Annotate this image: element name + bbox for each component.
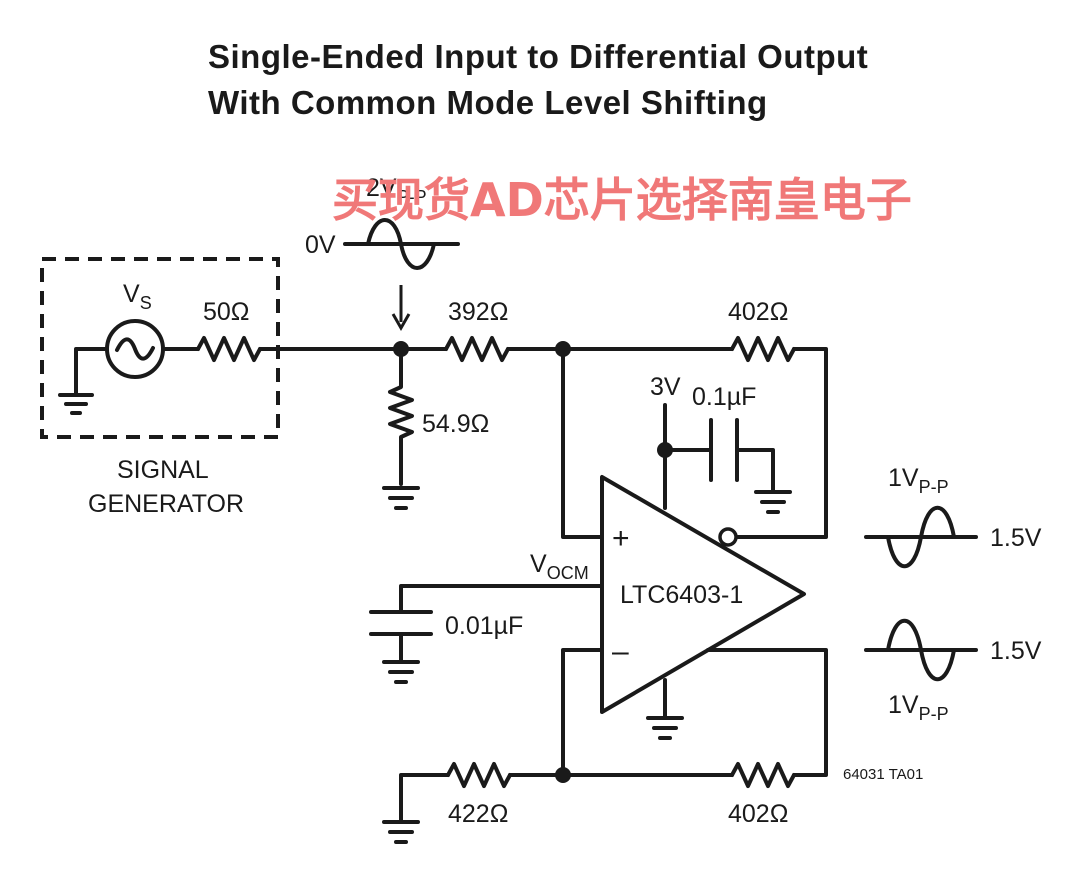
amplifier-part-label: LTC6403-1 — [620, 581, 743, 609]
bottom-ground-symbol — [382, 773, 450, 844]
vocm-cap-label: 0.01µF — [445, 612, 523, 640]
amplifier-symbol — [600, 475, 806, 714]
title-line-2: With Common Mode Level Shifting — [208, 84, 768, 121]
signal-generator-label-2: GENERATOR — [88, 490, 244, 518]
amplifier-ground-symbol — [646, 678, 684, 740]
resistor-402-ohm-bottom — [730, 762, 796, 788]
input-baseline-label: 0V — [305, 231, 336, 259]
resistor-402-ohm-top — [730, 336, 796, 362]
supply-voltage-label: 3V — [650, 373, 681, 401]
input-arrow — [391, 285, 411, 332]
title-line-1: Single-Ended Input to Differential Outpu… — [208, 38, 868, 75]
watermark-text: 买现货AD芯片选择南皇电子 — [332, 173, 912, 227]
resistor-50-ohm-label: 50Ω — [203, 298, 250, 326]
wire-bottom-feedback — [706, 648, 828, 777]
shunt-ground-symbol — [382, 486, 420, 510]
output-bottom-amplitude-label: 1VP-P — [888, 691, 949, 724]
figure-id: 64031 TA01 — [843, 766, 923, 783]
resistor-402-ohm-bottom-label: 402Ω — [728, 800, 788, 828]
output-waveform-bottom — [864, 618, 978, 682]
minus-input-sign: – — [612, 635, 629, 668]
resistor-422-ohm — [446, 762, 512, 788]
bypass-cap-label: 0.1µF — [692, 383, 756, 411]
vocm-label: VOCM — [530, 550, 589, 583]
input-amplitude-label: 2VP-P — [366, 174, 427, 207]
output-top-amplitude-label: 1VP-P — [888, 464, 949, 497]
wire-vocm — [399, 584, 604, 614]
resistor-392-ohm — [444, 336, 510, 362]
resistor-422-ohm-label: 422Ω — [448, 800, 508, 828]
generator-ground-symbol — [58, 347, 109, 415]
wire-top-feedback — [736, 347, 828, 539]
vocm-capacitor — [369, 610, 433, 684]
wire-minus-input — [561, 648, 604, 777]
output-waveform-top — [864, 505, 978, 569]
wire-plus-input — [561, 347, 604, 539]
resistor-392-ohm-label: 392Ω — [448, 298, 508, 326]
ac-source-symbol — [105, 319, 165, 379]
signal-generator-label-1: SIGNAL — [117, 456, 209, 484]
plus-input-sign: + — [612, 522, 630, 555]
resistor-54-9-ohm — [388, 347, 414, 486]
source-label: VS — [123, 280, 152, 313]
supply-and-bypass — [657, 403, 792, 514]
inverting-output-bubble — [718, 527, 738, 547]
resistor-54-9-ohm-label: 54.9Ω — [422, 410, 489, 438]
resistor-50-ohm — [196, 336, 262, 362]
output-top-dc-label: 1.5V — [990, 524, 1042, 552]
output-bottom-dc-label: 1.5V — [990, 637, 1042, 665]
resistor-402-ohm-top-label: 402Ω — [728, 298, 788, 326]
input-waveform — [343, 218, 460, 270]
